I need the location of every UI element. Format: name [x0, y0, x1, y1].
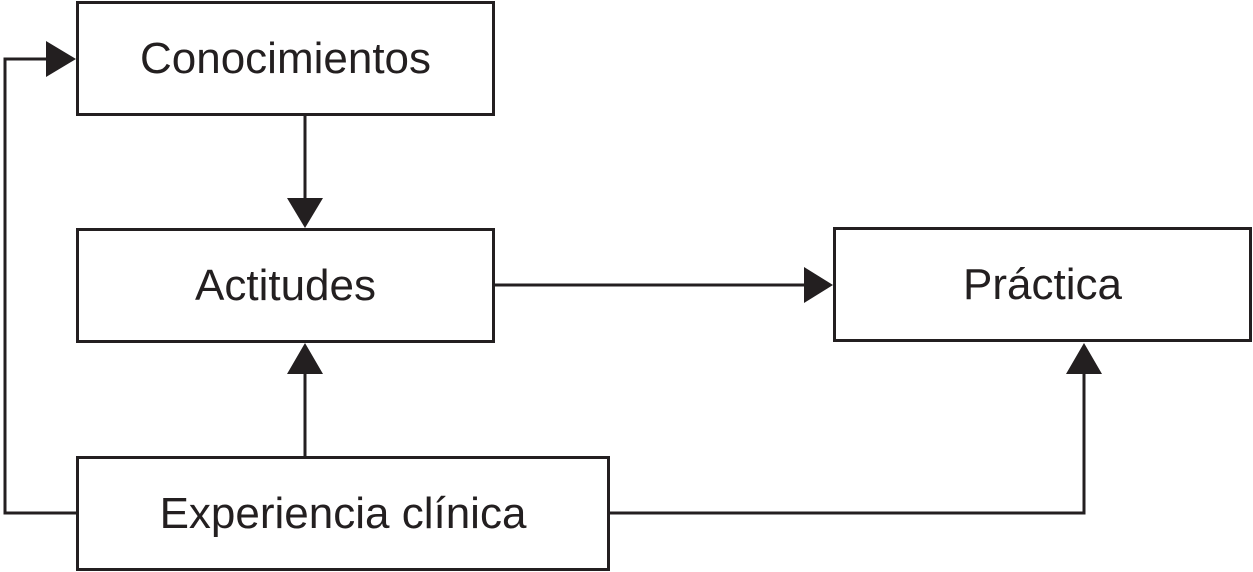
node-label: Experiencia clínica: [159, 488, 527, 538]
arrow-experiencia-to-conocimientos: [3, 41, 76, 515]
arrow-experiencia-to-actitudes: [287, 343, 323, 456]
node-label: Práctica: [963, 259, 1122, 309]
node-label: Actitudes: [195, 260, 376, 310]
node-actitudes: Actitudes: [76, 228, 495, 343]
arrow-actitudes-to-practica: [495, 267, 833, 303]
arrow-experiencia-to-practica: [610, 343, 1102, 515]
node-conocimientos: Conocimientos: [76, 1, 495, 116]
arrow-conocimientos-to-actitudes: [287, 116, 323, 228]
node-label: Conocimientos: [139, 33, 432, 83]
node-experiencia-clinica: Experiencia clínica: [76, 456, 610, 571]
node-practica: Práctica: [833, 227, 1252, 342]
